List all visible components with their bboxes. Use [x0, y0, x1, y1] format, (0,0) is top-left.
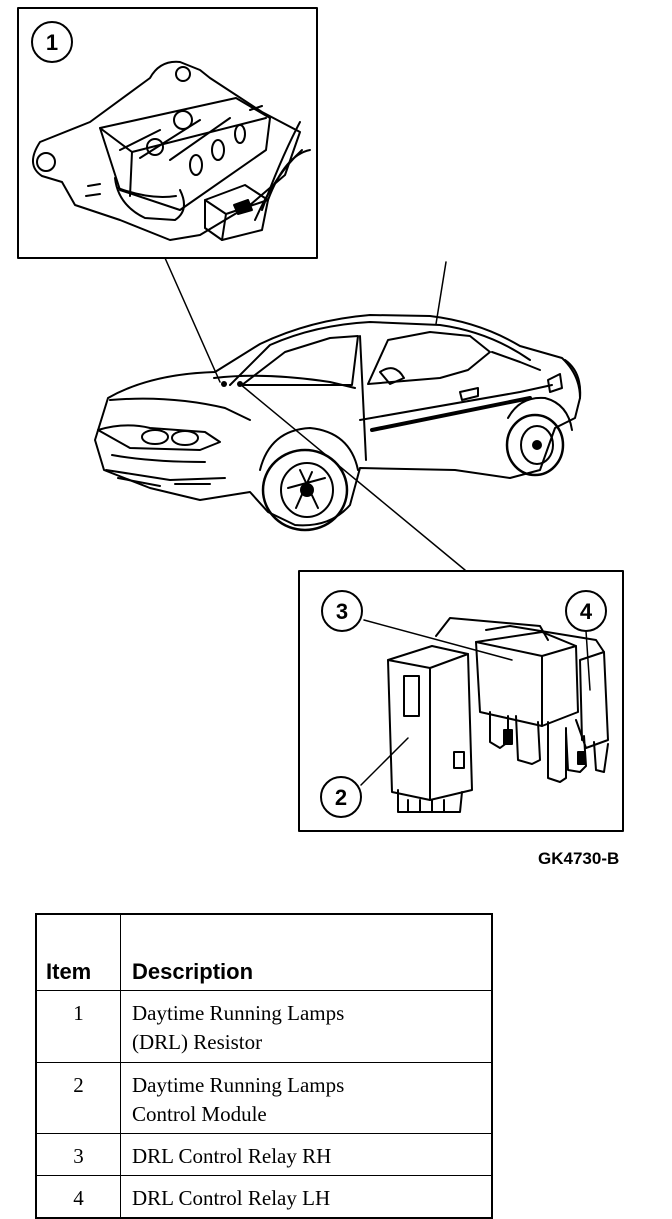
- legend-table: Item Description 1 Daytime Running Lamps…: [35, 913, 493, 1219]
- legend-item-description: DRL Control Relay LH: [120, 1175, 493, 1219]
- component-location-diagram: 1 3 4 2: [17, 7, 624, 832]
- callout-4: [565, 590, 607, 632]
- detail-box-module-relays: [298, 570, 624, 832]
- legend-item-number: 2: [35, 1062, 121, 1134]
- legend-description-line: Daytime Running Lamps: [132, 1073, 345, 1097]
- table-row: 3 DRL Control Relay RH: [35, 1133, 493, 1176]
- callout-3: [321, 590, 363, 632]
- legend-description-line: (DRL) Resistor: [132, 1030, 263, 1054]
- callout-1-label: 1: [46, 30, 58, 55]
- legend-item-number: 3: [35, 1133, 121, 1176]
- relay-rh-illustration: [435, 617, 579, 783]
- legend-item-description: Daytime Running Lamps Control Module: [120, 1062, 493, 1134]
- relay-lh-illustration: [485, 625, 609, 773]
- table-row: 2 Daytime Running Lamps Control Module: [35, 1062, 493, 1134]
- table-row: 4 DRL Control Relay LH: [35, 1175, 493, 1219]
- legend-description-line: Control Module: [132, 1102, 267, 1126]
- legend-item-description: Daytime Running Lamps (DRL) Resistor: [120, 990, 493, 1063]
- resistor-illustration: [32, 60, 311, 241]
- callout-2-label: 2: [335, 785, 347, 810]
- legend-item-number: 4: [35, 1175, 121, 1219]
- car-illustration: [94, 261, 582, 532]
- legend-description-line: Daytime Running Lamps: [132, 1001, 345, 1025]
- control-module-illustration: [387, 645, 473, 813]
- callout-3-label: 3: [336, 599, 348, 624]
- legend-header-row: Item Description: [35, 913, 493, 991]
- legend-item-number: 1: [35, 990, 121, 1063]
- resistor-location-dot: [221, 381, 227, 387]
- legend-description-line: DRL Control Relay LH: [132, 1186, 331, 1210]
- legend-header-description: Description: [120, 913, 493, 991]
- callout-2: [320, 776, 362, 818]
- table-row: 1 Daytime Running Lamps (DRL) Resistor: [35, 990, 493, 1063]
- detail-box-resistor: [17, 7, 318, 259]
- callout-4-label: 4: [580, 599, 593, 624]
- leader-line-module: [239, 383, 466, 571]
- legend-item-description: DRL Control Relay RH: [120, 1133, 493, 1176]
- leader-line-resistor: [164, 257, 221, 383]
- legend-header-item: Item: [35, 913, 121, 991]
- figure-code: GK4730-B: [538, 849, 620, 868]
- legend-description-line: DRL Control Relay RH: [132, 1144, 332, 1168]
- callout-1: [31, 21, 73, 63]
